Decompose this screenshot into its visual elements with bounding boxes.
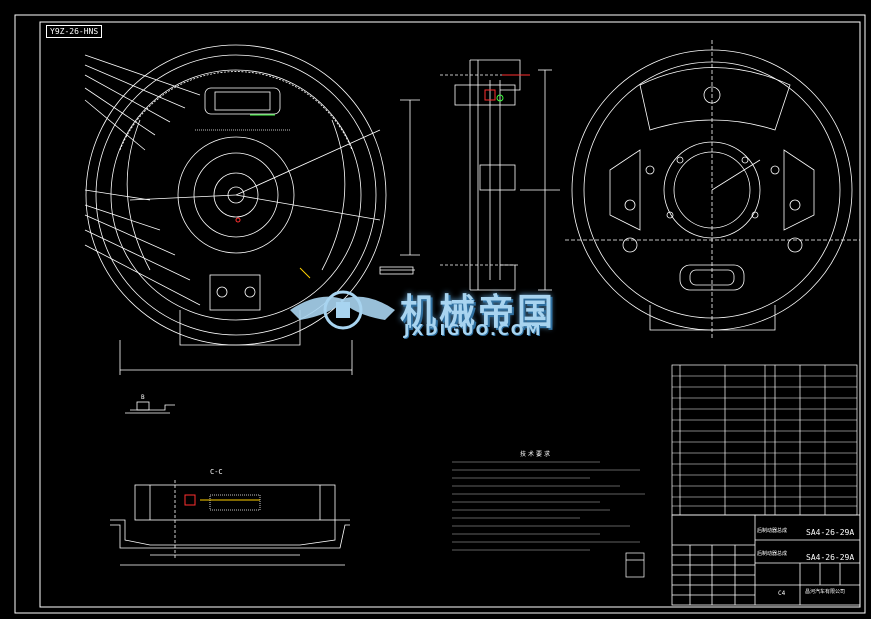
watermark-en-text: JXDIGUO.COM bbox=[404, 321, 543, 339]
watermark-cn-text: 机械帝国 bbox=[400, 292, 557, 333]
title-block-part-code-2: SA4-26-29A bbox=[806, 553, 855, 562]
title-block-company: 昌河汽车有限公司 bbox=[805, 589, 846, 595]
title-block bbox=[671, 514, 861, 606]
right-backing-plate-view bbox=[565, 40, 860, 340]
title-block-scale: C4 bbox=[778, 590, 786, 597]
section-cc-accents bbox=[184, 494, 260, 506]
watermark-logo bbox=[290, 290, 395, 330]
tech-notes-lines bbox=[452, 461, 645, 551]
left-brake-view bbox=[84, 44, 420, 375]
detail-b-view bbox=[125, 401, 175, 414]
sheet-border-outer bbox=[14, 14, 866, 614]
title-block-part-code-1: SA4-26-29A bbox=[806, 528, 855, 537]
middle-section-view bbox=[440, 59, 560, 291]
bom-table bbox=[671, 364, 858, 516]
title-block-part-name-2: 后制动器总成 bbox=[757, 551, 788, 557]
left-view-accents bbox=[235, 114, 311, 279]
detail-b-label: B bbox=[141, 394, 145, 401]
tech-notes-title: 技术要求 bbox=[520, 451, 553, 458]
inspection-stamp bbox=[625, 552, 645, 578]
title-block-part-name-1: 后制动器总成 bbox=[757, 528, 788, 534]
sheet-border-inner bbox=[39, 21, 861, 608]
drawing-stamp-code: Y9Z-26-HNS bbox=[46, 25, 103, 38]
section-cc-label: C-C bbox=[210, 468, 223, 476]
middle-view-accents bbox=[484, 74, 530, 102]
section-cc-view bbox=[110, 480, 350, 566]
